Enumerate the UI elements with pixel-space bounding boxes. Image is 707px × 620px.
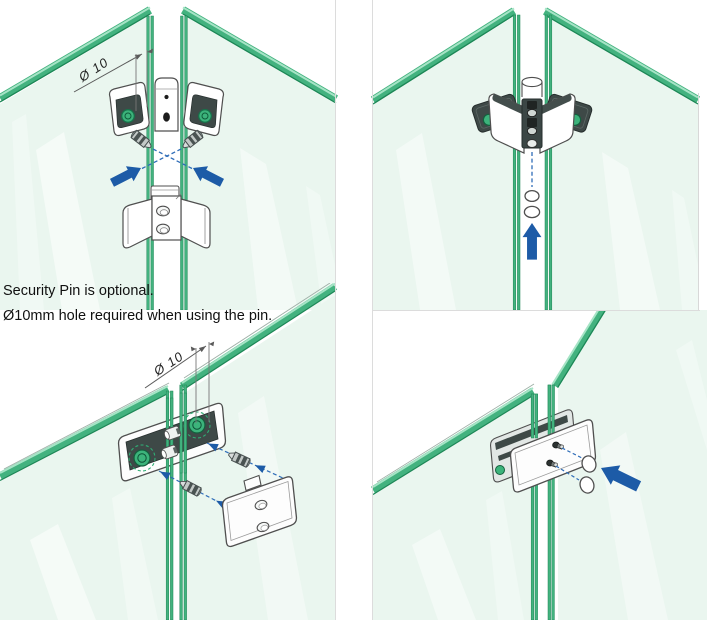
note-hole-required: Ø10mm hole required when using the pin. xyxy=(3,308,273,324)
glass-panel-left xyxy=(0,6,153,310)
glass-panel-left xyxy=(370,7,517,310)
step-inline-clamp-caps xyxy=(371,310,707,620)
corner-clamp-upper-half xyxy=(108,77,225,137)
illustration-crop-edge xyxy=(372,0,373,620)
corner-clamp-assembled xyxy=(471,76,593,154)
insert-arrow-icon-up xyxy=(522,223,542,260)
cover-cap xyxy=(579,455,597,494)
glass-joint-edges xyxy=(146,15,188,310)
cover-plate xyxy=(221,474,298,548)
security-pin-head-lower xyxy=(546,459,559,468)
step-inline-clamp-pin-insert xyxy=(0,283,338,620)
security-pin-head-upper xyxy=(552,441,565,450)
clamp-hinge-bosses xyxy=(160,425,182,460)
dimension-corner-hole xyxy=(73,48,153,111)
glass-joint-edges xyxy=(165,384,187,620)
glass-joint-edges xyxy=(512,14,553,310)
corner-clamp-lower-half xyxy=(122,185,211,249)
step-corner-clamp-pin-insert xyxy=(0,6,339,310)
glass-panel-left xyxy=(371,383,535,620)
cover-cap xyxy=(523,189,541,219)
glass-panel-right xyxy=(179,283,338,620)
insert-guides xyxy=(555,447,583,481)
step-corner-clamp-caps xyxy=(370,7,701,310)
glass-panel-right xyxy=(542,7,701,310)
dimension-inline-hole xyxy=(144,341,215,423)
illustration-crop-edge xyxy=(335,0,336,620)
note-security-pin-optional: Security Pin is optional. xyxy=(3,283,154,299)
glass-panel-left xyxy=(0,382,170,620)
illustration-crop-edge xyxy=(373,310,700,311)
glass-panel-right xyxy=(180,6,339,310)
